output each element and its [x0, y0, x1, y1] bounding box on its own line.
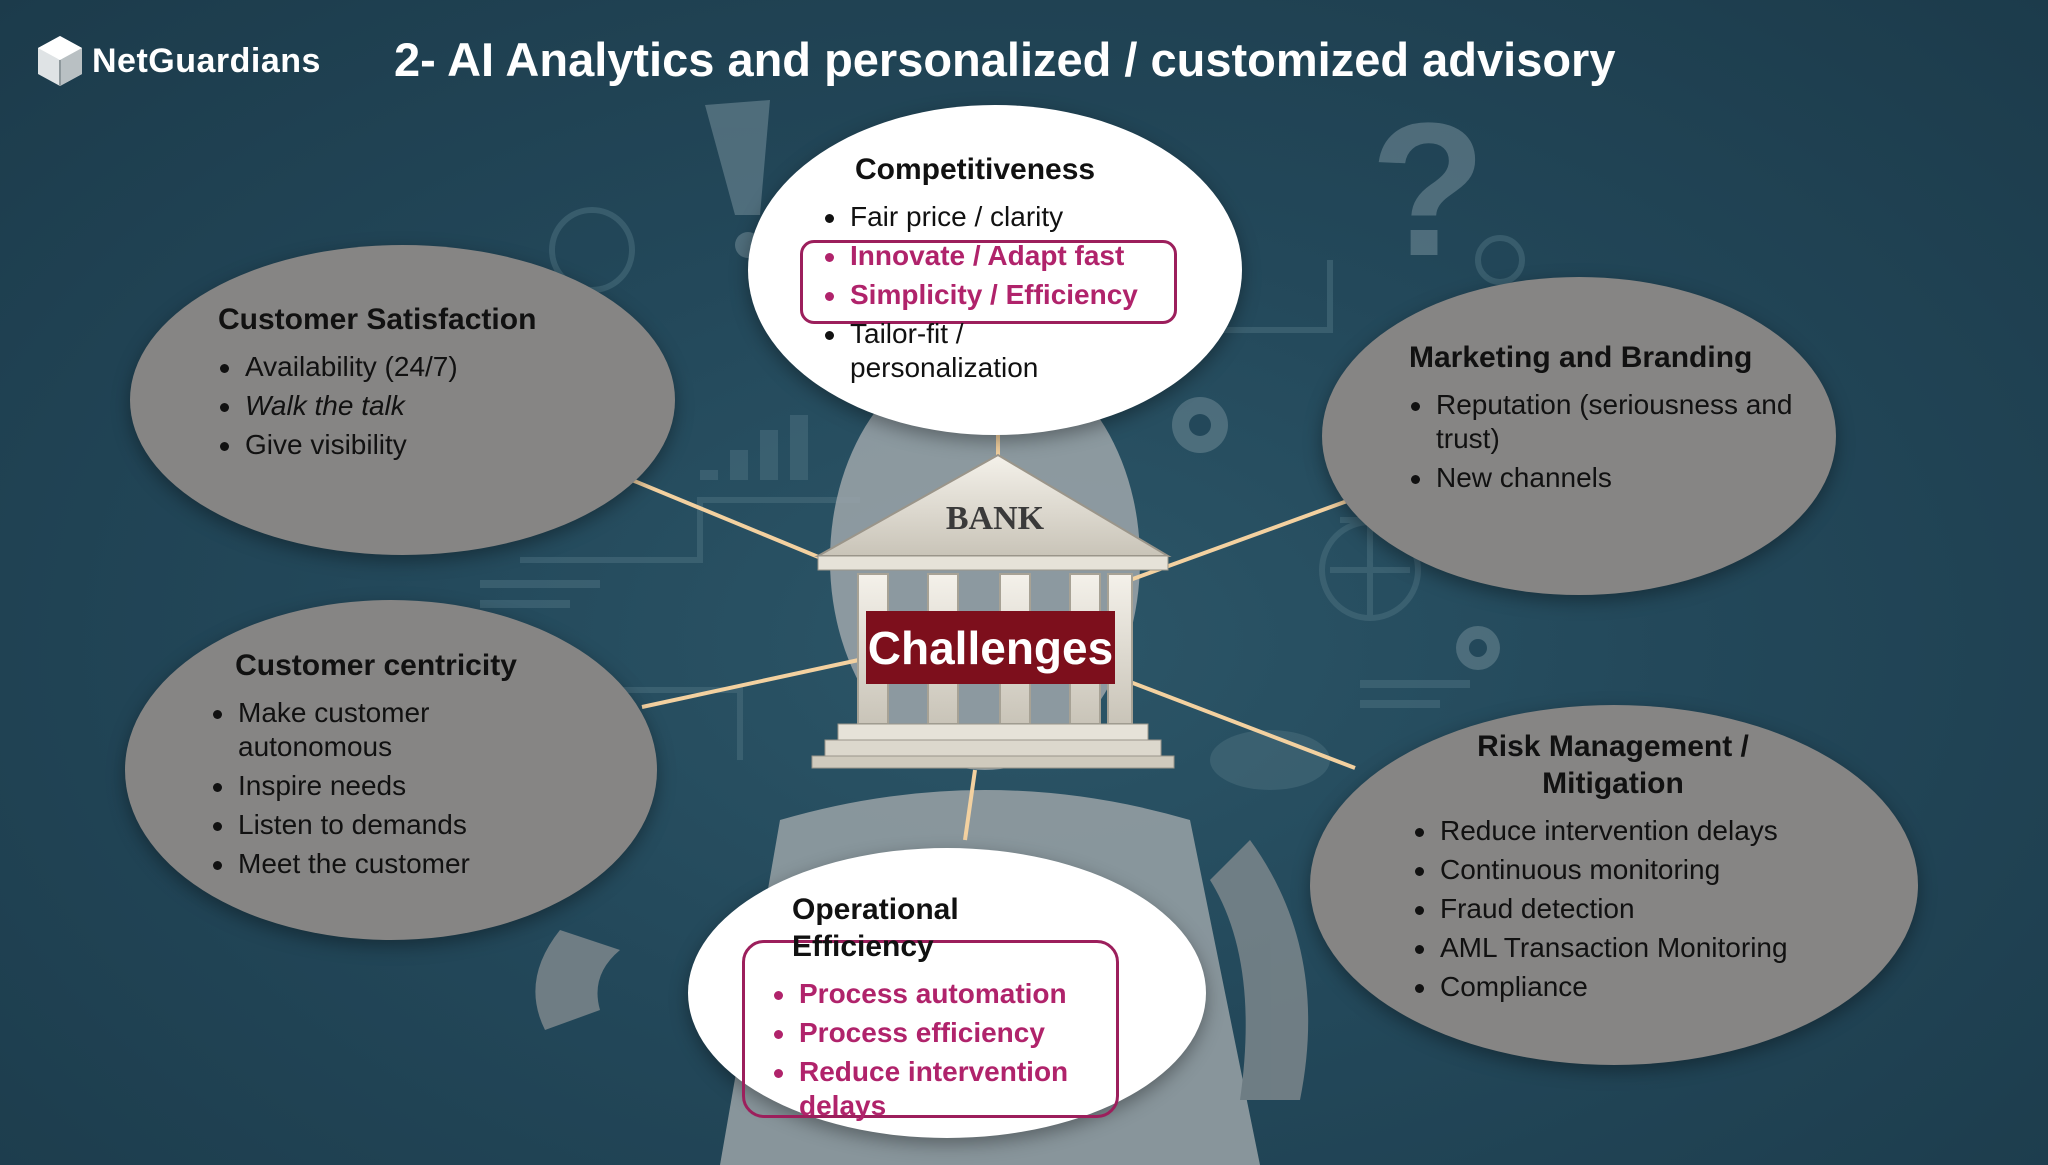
list-item: Innovate / Adapt fast: [823, 239, 1183, 273]
list-item: Reduce intervention delays: [772, 1055, 1089, 1123]
customer-satisfaction-bubble: [130, 245, 675, 555]
list-item: AML Transaction Monitoring: [1413, 931, 1833, 965]
operational-efficiency-title: Operational Efficiency: [792, 893, 959, 963]
competitiveness-title: Competitiveness: [855, 153, 1096, 186]
slide-title: 2- AI Analytics and personalized / custo…: [394, 33, 1616, 86]
list-item: Simplicity / Efficiency: [823, 278, 1183, 312]
list-item: Reduce intervention delays: [1413, 814, 1833, 848]
competitiveness-content: Competitiveness Fair price / clarity Inn…: [823, 151, 1183, 390]
list-item: Fraud detection: [1413, 892, 1833, 926]
logo-cube-icon: [38, 36, 82, 86]
customer-centricity-content: Customer centricity Make customer autono…: [211, 647, 541, 886]
list-item: Meet the customer: [211, 847, 541, 881]
bank-label: BANK: [945, 500, 1045, 537]
marketing-branding-title: Marketing and Branding: [1409, 341, 1753, 374]
list-item: Reputation (seriousness and trust): [1409, 388, 1799, 456]
list-item: Fair price / clarity: [823, 200, 1183, 234]
list-item: Make customer autonomous: [211, 696, 541, 764]
customer-satisfaction-title: Customer Satisfaction: [218, 303, 537, 336]
customer-centricity-title: Customer centricity: [235, 649, 517, 682]
risk-management-bubble: [1310, 705, 1918, 1065]
list-item: Inspire needs: [211, 769, 541, 803]
list-item: Compliance: [1413, 970, 1833, 1004]
list-item: Tailor-fit / personalization: [823, 317, 1070, 385]
list-item: Give visibility: [218, 428, 638, 462]
marketing-branding-bubble: [1322, 277, 1836, 595]
list-item: Continuous monitoring: [1413, 853, 1833, 887]
competitiveness-bubble: [748, 105, 1242, 435]
risk-management-title: Risk Management / Mitigation: [1477, 730, 1749, 800]
marketing-branding-content: Marketing and Branding Reputation (serio…: [1409, 339, 1799, 500]
list-item: Process automation: [772, 977, 1102, 1011]
risk-management-content: Risk Management / Mitigation Reduce inte…: [1413, 728, 1833, 1009]
customer-satisfaction-content: Customer Satisfaction Availability (24/7…: [218, 301, 638, 467]
customer-centricity-bubble: [125, 600, 657, 940]
list-item: New channels: [1409, 461, 1799, 495]
list-item: Availability (24/7): [218, 350, 638, 384]
svg-text:?: ?: [1370, 84, 1486, 296]
list-item: Walk the talk: [218, 389, 638, 423]
highlight-box-operational: [742, 940, 1119, 1118]
list-item: Listen to demands: [211, 808, 541, 842]
list-item: Process efficiency: [772, 1016, 1102, 1050]
challenges-label: Challenges: [866, 611, 1115, 684]
netguardians-logo: NetGuardians: [36, 34, 321, 88]
highlight-box-competitiveness: [800, 240, 1177, 324]
brand-name: NetGuardians: [92, 41, 321, 80]
operational-efficiency-content: Operational Efficiency Process automatio…: [772, 891, 1102, 1128]
